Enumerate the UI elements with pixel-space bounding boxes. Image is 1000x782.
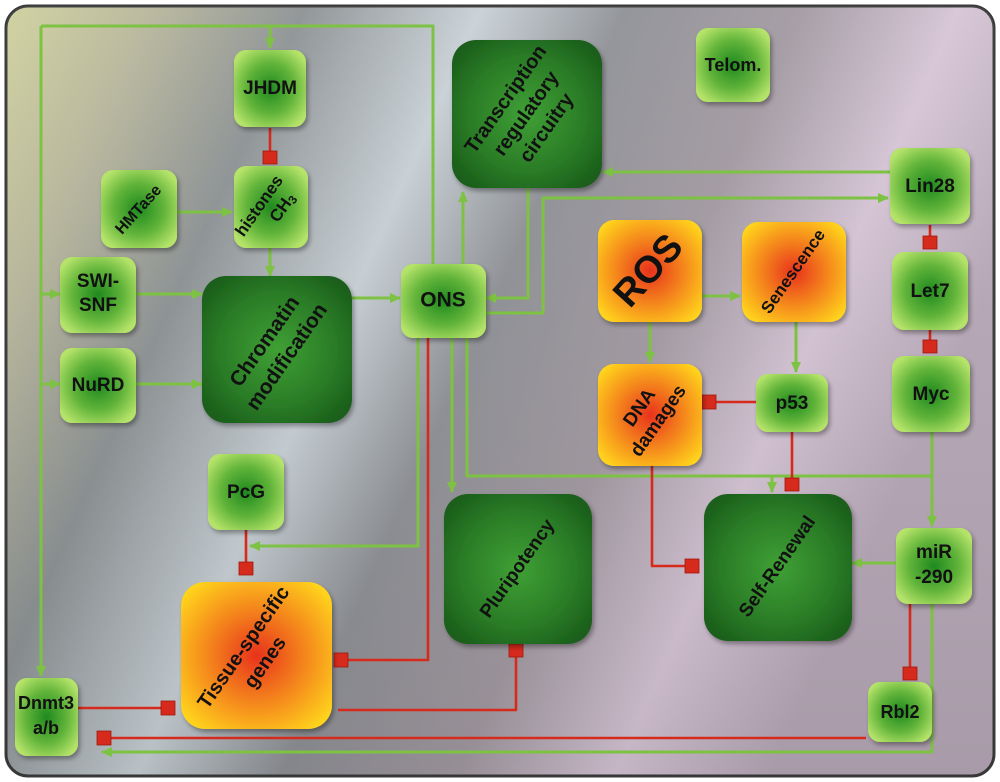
edge-ons-pcg [249,338,420,551]
node-p53 [756,374,828,432]
edge-ons-tissue [340,338,430,662]
node-dna-damages [598,364,702,466]
label-let7: Let7 [910,281,949,302]
label-rbl2: Rbl2 [880,702,919,722]
inhibit-cap-dnmt3 [96,730,112,746]
node-pluripotency [444,494,592,644]
edge-mir290-dnmt3 [101,604,934,757]
node-swi-snf [60,257,136,333]
inhibit-cap-histones [262,150,278,165]
node-pcg [208,454,284,530]
edge-ons-top-loop [41,24,435,268]
node-mir290 [896,528,972,604]
node-myc [892,356,970,432]
node-let7 [892,252,968,330]
inhibit-cap-self-renewal-p53 [784,477,800,492]
node-rbl2 [868,682,932,742]
label-mir290-1: miR [916,542,952,563]
label-p53: p53 [776,393,809,414]
inhibit-cap-dna [701,394,717,410]
inhibit-cap-rbl2 [902,666,918,681]
edge-tissue-pluripotency [338,650,518,712]
node-hmtase [101,170,177,248]
node-self-renewal [704,494,852,641]
edge-dna-self-renewal [650,466,690,568]
edge-transcription-ons [485,188,530,303]
inhibit-cap-self-renewal-dna [684,558,700,574]
node-chromatin [202,276,352,423]
inhibit-cap-tissue-pcg [238,561,254,576]
label-telom: Telom. [705,55,762,75]
node-histones [234,166,308,248]
inhibit-cap-tissue-dnmt3 [160,700,176,716]
label-dnmt3-1: Dnmt3 [18,693,74,713]
label-mir290-2: -290 [915,567,953,588]
node-transcription [452,40,602,188]
inhibit-cap-let7 [922,235,938,250]
inhibit-cap-tissue-ons [333,652,349,668]
inhibit-cap-myc [922,339,938,354]
label-lin28: Lin28 [905,176,955,197]
node-ons [401,264,486,338]
label-nurd: NuRD [72,375,125,396]
node-senescence [742,222,846,322]
node-nurd [60,348,136,423]
node-jhdm [234,50,306,127]
label-dnmt3-2: a/b [33,718,59,738]
node-ros [598,220,702,322]
label-swi-snf-2: SNF [79,295,117,316]
label-swi-snf-1: SWI- [77,271,119,292]
node-dnmt3 [15,678,78,756]
label-ons: ONS [420,289,466,312]
inhibit-cap-pluripotency [508,643,524,658]
label-pcg: PcG [227,482,265,503]
label-jhdm: JHDM [243,78,297,99]
label-myc: Myc [913,384,950,405]
edge-ons-lin28 [486,193,889,315]
node-lin28 [890,148,970,224]
node-tissue [181,582,332,729]
node-telom [696,28,770,102]
